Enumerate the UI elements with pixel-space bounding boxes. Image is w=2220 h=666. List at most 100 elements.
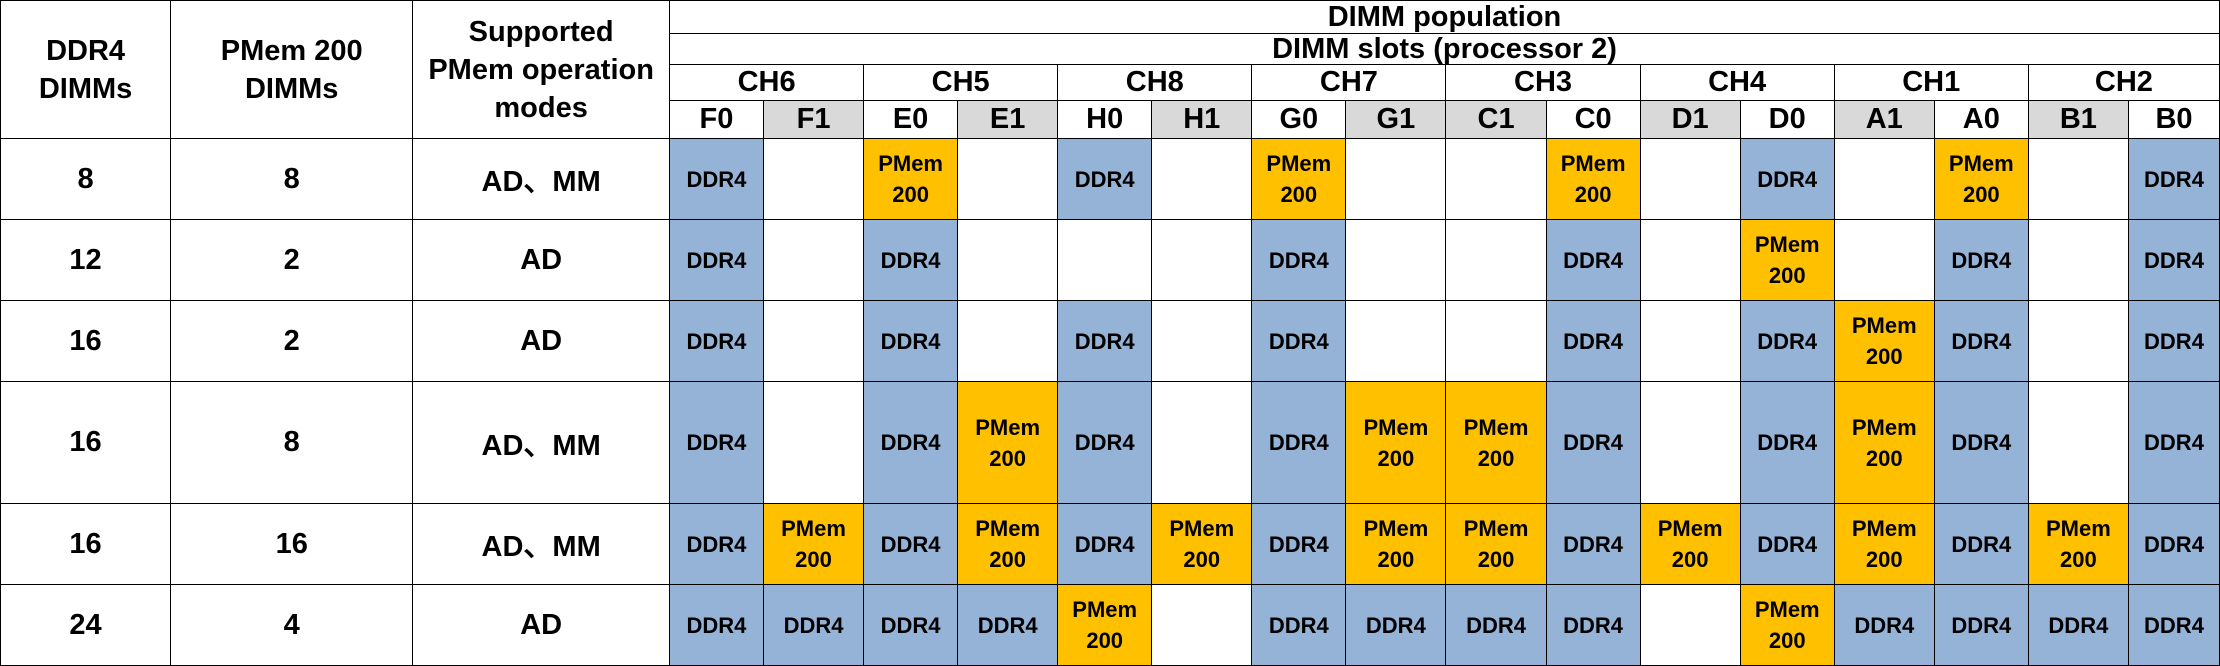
empty-slot-cell: [1151, 138, 1253, 220]
empty-slot-cell: [1151, 381, 1253, 504]
ddr4-dimm-cell: DDR4: [1739, 381, 1835, 504]
ddr4-dimm-cell: DDR4: [669, 381, 764, 504]
pmem-dimm-cell: PMem 200: [1345, 503, 1447, 585]
ddr4-dimm-cell: DDR4: [1833, 584, 1935, 666]
ddr4-dimm-cell: DDR4: [1345, 584, 1447, 666]
pmem-count-cell: 4: [170, 584, 414, 666]
modes-cell: AD、MM: [412, 138, 671, 220]
channel-header: CH8: [1057, 64, 1253, 101]
ddr4-dimm-cell: DDR4: [863, 503, 959, 585]
empty-slot-cell: [1151, 584, 1253, 666]
pmem-dimm-cell: PMem 200: [1151, 503, 1253, 585]
empty-slot-cell: [1151, 219, 1253, 301]
empty-slot-cell: [1057, 219, 1153, 301]
ddr4-dimm-cell: DDR4: [1251, 300, 1347, 382]
slot-header: B0: [2127, 100, 2220, 139]
empty-slot-cell: [1639, 381, 1741, 504]
ddr4-dimm-cell: DDR4: [669, 503, 764, 585]
pmem-dimm-cell: PMem 200: [1933, 138, 2029, 220]
ddr4-dimm-cell: DDR4: [2027, 584, 2129, 666]
pmem-dimm-cell: PMem 200: [1833, 503, 1935, 585]
empty-slot-cell: [1445, 219, 1547, 301]
slot-header: G0: [1251, 100, 1347, 139]
modes-cell: AD: [412, 300, 671, 382]
empty-slot-cell: [1833, 138, 1935, 220]
channel-header: CH7: [1251, 64, 1447, 101]
pmem-count-cell: 8: [170, 138, 414, 220]
ddr4-dimm-cell: DDR4: [1251, 503, 1347, 585]
pmem-dimm-cell: PMem 200: [1833, 381, 1935, 504]
ddr4-dimm-cell: DDR4: [957, 584, 1059, 666]
modes-cell: AD: [412, 219, 671, 301]
ddr4-dimm-cell: DDR4: [1057, 381, 1153, 504]
ddr4-dimm-cell: DDR4: [1251, 381, 1347, 504]
slot-header: E0: [863, 100, 959, 139]
slot-header: D0: [1739, 100, 1835, 139]
empty-slot-cell: [957, 219, 1059, 301]
pmem-count-cell: 2: [170, 219, 414, 301]
ddr4-dimm-cell: DDR4: [2127, 503, 2220, 585]
ddr4-dimms-header: DDR4 DIMMs: [0, 0, 172, 139]
ddr4-dimm-cell: DDR4: [669, 219, 764, 301]
ddr4-count-cell: 16: [0, 503, 172, 585]
slot-header: A0: [1933, 100, 2029, 139]
ddr4-dimm-cell: DDR4: [762, 584, 865, 666]
pmem-dimm-cell: PMem 200: [1739, 219, 1835, 301]
ddr4-dimm-cell: DDR4: [863, 584, 959, 666]
pmem-dimm-cell: PMem 200: [1739, 584, 1835, 666]
ddr4-dimm-cell: DDR4: [863, 219, 959, 301]
modes-cell: AD、MM: [412, 503, 671, 585]
slot-header: H1: [1151, 100, 1253, 139]
ddr4-dimm-cell: DDR4: [1545, 584, 1641, 666]
ddr4-dimm-cell: DDR4: [1739, 300, 1835, 382]
ddr4-dimm-cell: DDR4: [2127, 584, 2220, 666]
ddr4-dimm-cell: DDR4: [1933, 219, 2029, 301]
ddr4-dimm-cell: DDR4: [1545, 219, 1641, 301]
ddr4-count-cell: 16: [0, 300, 172, 382]
channel-header: CH2: [2027, 64, 2220, 101]
empty-slot-cell: [1639, 584, 1741, 666]
slot-header: B1: [2027, 100, 2129, 139]
ddr4-dimm-cell: DDR4: [1057, 503, 1153, 585]
slot-header: C0: [1545, 100, 1641, 139]
ddr4-count-cell: 8: [0, 138, 172, 220]
dimm-population-title: DIMM population: [669, 0, 2220, 34]
slot-header: A1: [1833, 100, 1935, 139]
pmem-count-cell: 16: [170, 503, 414, 585]
empty-slot-cell: [2027, 381, 2129, 504]
pmem-dimm-cell: PMem 200: [1251, 138, 1347, 220]
ddr4-dimm-cell: DDR4: [669, 138, 764, 220]
channel-header: CH3: [1445, 64, 1641, 101]
ddr4-dimm-cell: DDR4: [863, 381, 959, 504]
ddr4-dimm-cell: DDR4: [2127, 300, 2220, 382]
slot-header: D1: [1639, 100, 1741, 139]
supported-modes-header: Supported PMem operation modes: [412, 0, 671, 139]
ddr4-dimm-cell: DDR4: [2127, 219, 2220, 301]
ddr4-count-cell: 16: [0, 381, 172, 504]
pmem-count-cell: 2: [170, 300, 414, 382]
channel-header: CH5: [863, 64, 1059, 101]
ddr4-dimm-cell: DDR4: [1251, 584, 1347, 666]
ddr4-dimm-cell: DDR4: [1933, 503, 2029, 585]
ddr4-dimm-cell: DDR4: [1545, 381, 1641, 504]
ddr4-dimm-cell: DDR4: [1545, 503, 1641, 585]
empty-slot-cell: [1639, 138, 1741, 220]
empty-slot-cell: [1639, 219, 1741, 301]
channel-header: CH4: [1639, 64, 1835, 101]
empty-slot-cell: [957, 300, 1059, 382]
pmem-dimm-cell: PMem 200: [957, 503, 1059, 585]
pmem-count-cell: 8: [170, 381, 414, 504]
modes-cell: AD: [412, 584, 671, 666]
ddr4-count-cell: 12: [0, 219, 172, 301]
modes-cell: AD、MM: [412, 381, 671, 504]
ddr4-count-cell: 24: [0, 584, 172, 666]
empty-slot-cell: [1151, 300, 1253, 382]
ddr4-dimm-cell: DDR4: [1057, 300, 1153, 382]
empty-slot-cell: [762, 381, 865, 504]
ddr4-dimm-cell: DDR4: [1445, 584, 1547, 666]
